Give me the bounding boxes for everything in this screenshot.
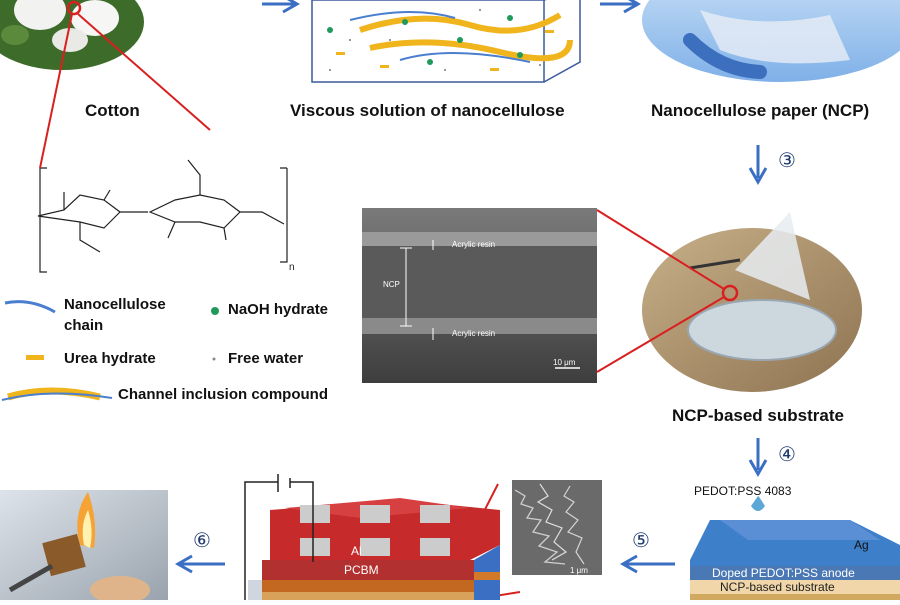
arrow-left-6 [178,556,225,572]
legend-naoh-glyph [211,307,219,315]
sem-bottom-resin-label: Acrylic resin [452,329,495,338]
pcbm-label: PCBM [344,563,379,577]
step-4-marker: ④ [778,442,796,466]
legend-naoh: NaOH hydrate [228,301,328,318]
arrow-left-5 [623,556,675,572]
legend-water: Free water [228,350,303,367]
flame-photo [0,490,168,600]
substrate-photo [642,212,862,392]
arrow-down-4 [750,438,766,474]
pedot-top-label: PEDOT:PSS 4083 [694,484,791,498]
substrate-label: NCP-based substrate [672,406,844,426]
step-6-marker: ⑥ [193,528,211,552]
micrograph-scale-label: 1 μm [570,566,588,575]
micrograph-square [512,480,602,575]
cotton-label: Cotton [85,101,140,121]
anode-label: Doped PEDOT:PSS anode [712,566,855,580]
legend-chain-line1: Nanocellulose [64,296,166,313]
legend-channel-glyph [2,391,112,400]
paper-label: Nanocellulose paper (NCP) [651,101,869,121]
arrow-top-1 [262,0,297,12]
cotton-photo [0,0,144,70]
legend-chain-glyph [5,302,55,312]
legend-urea: Urea hydrate [64,350,156,367]
ncp-substrate-layer-label: NCP-based substrate [720,580,835,594]
structure-subscript: n [289,262,295,273]
nanocellulose-paper-photo [642,0,900,82]
sem-scale-label: 10 μm [553,358,575,367]
step-3-marker: ③ [778,148,796,172]
device-middle [248,498,500,600]
arrow-top-2 [600,0,638,12]
sem-ncp-label: NCP [383,280,400,289]
al-label: Al [351,544,362,558]
solution-box [312,0,580,82]
sem-top-resin-label: Acrylic resin [452,240,495,249]
legend-chain-line2: chain [64,317,103,334]
cellulose-structure [38,160,287,272]
legend-channel: Channel inclusion compound [118,386,328,403]
step-5-marker: ⑤ [632,528,650,552]
legend-urea-glyph [26,355,44,360]
solution-label: Viscous solution of nanocellulose [290,101,565,121]
ag-label: Ag [854,538,869,552]
sem-image [362,208,597,383]
legend-water-glyph [213,358,216,361]
arrow-down-3 [750,145,766,182]
